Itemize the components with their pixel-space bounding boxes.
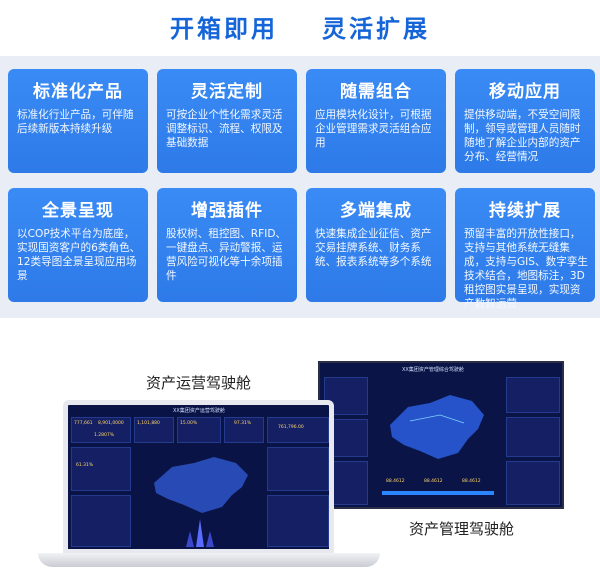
feature-card-mobile-app: 移动应用 提供移动端，不受空间限制，领导或管理人员随时随地了解企业内部的资产分布… — [455, 69, 595, 173]
feature-card-flexible-custom: 灵活定制 可按企业个性化需求灵活调整标识、流程、权限及基础数据 — [157, 69, 297, 173]
laptop-metric: 1,101,880 — [137, 421, 160, 426]
monitor-metric: 88.4612 — [386, 479, 405, 484]
monitor-tile — [506, 417, 560, 457]
laptop-base — [38, 553, 380, 567]
feature-card-standard-product: 标准化产品 标准化行业产品，可伴随后续新版本持续升级 — [8, 69, 148, 173]
monitor-tile — [506, 461, 560, 505]
headline-flexible-extension: 灵活扩展 — [322, 14, 430, 43]
feature-card-on-demand-combo: 随需组合 应用模块化设计，可根据企业管理需求灵活组合应用 — [306, 69, 446, 173]
laptop-metric: 1.2807% — [94, 433, 115, 438]
monitor-metric: 88.4612 — [462, 479, 481, 484]
laptop-tile — [224, 417, 264, 443]
china-map-graphic — [154, 457, 248, 513]
card-title: 随需组合 — [340, 82, 412, 102]
card-body: 标准化行业产品，可伴随后续新版本持续升级 — [17, 109, 134, 135]
monitor-dashboard-title: XX集团资产管理综合驾驶舱 — [402, 367, 464, 373]
china-map-graphic — [390, 395, 484, 459]
laptop-metric: 8,901,0000 — [98, 421, 124, 426]
card-body: 股权树、租控图、RFID、一键盘点、异动警报、运营风险可视化等十余项插件 — [166, 228, 287, 282]
label-mgmt-cockpit: 资产管理驾驶舱 — [409, 520, 515, 538]
monitor-tile — [506, 377, 560, 413]
card-body: 预留丰富的开放性接口，支持与其他系统无缝集成，支持与GIS、数字孪生技术结合，地… — [464, 228, 588, 310]
laptop-metric: 777,661 — [74, 421, 93, 426]
card-title: 灵活定制 — [191, 82, 263, 102]
card-body: 提供移动端，不受空间限制，领导或管理人员随时随地了解企业内部的资产分布、经营情况 — [464, 109, 581, 163]
card-title: 全景呈现 — [42, 201, 114, 221]
card-title: 移动应用 — [489, 82, 561, 102]
laptop-tile — [267, 417, 329, 443]
laptop-tile — [71, 495, 131, 547]
label-ops-cockpit: 资产运营驾驶舱 — [146, 374, 252, 392]
feature-card-multi-integration: 多端集成 快速集成企业征信、资产交易挂牌系统、财务系统、报表系统等多个系统 — [306, 188, 446, 302]
laptop-metric: 15.00% — [180, 421, 198, 426]
pyramid-chart-graphic — [186, 519, 214, 547]
feature-card-plugins: 增强插件 股权树、租控图、RFID、一键盘点、异动警报、运营风险可视化等十余项插… — [157, 188, 297, 302]
laptop-tile — [71, 417, 131, 443]
monitor-bar — [382, 491, 494, 495]
monitor-metric: 88.4612 — [424, 479, 443, 484]
laptop-metric: 61.31% — [76, 463, 94, 468]
card-title: 标准化产品 — [33, 82, 123, 102]
laptop-dashboard: XX集团资产运营驾驶舱 777,661 8,901,0000 1.2807% 1… — [63, 400, 334, 554]
laptop-tile — [267, 447, 329, 491]
feature-card-panorama: 全景呈现 以COP技术平台为底座，实现国资客户的6类角色、12类导图全景呈现应用… — [8, 188, 148, 302]
card-title: 多端集成 — [340, 201, 412, 221]
laptop-metric: 761,796.00 — [278, 425, 304, 430]
monitor-dashboard: XX集团资产管理综合驾驶舱 88.4612 88.4612 88.4612 — [318, 361, 564, 509]
laptop-tile — [134, 417, 174, 443]
laptop-metric: 97.31% — [234, 421, 252, 426]
card-body: 以COP技术平台为底座，实现国资客户的6类角色、12类导图全景呈现应用场景 — [17, 228, 141, 282]
card-body: 应用模块化设计，可根据企业管理需求灵活组合应用 — [315, 109, 432, 149]
laptop-tile — [177, 417, 221, 443]
headline: 开箱即用 灵活扩展 — [0, 6, 600, 46]
laptop-dashboard-title: XX集团资产运营驾驶舱 — [173, 408, 225, 414]
headline-ready-to-use: 开箱即用 — [170, 14, 278, 43]
card-title: 增强插件 — [191, 201, 263, 221]
laptop-tile — [71, 447, 131, 491]
card-title: 持续扩展 — [489, 201, 561, 221]
feature-card-continuous-extension: 持续扩展 预留丰富的开放性接口，支持与其他系统无缝集成，支持与GIS、数字孪生技… — [455, 188, 595, 310]
card-body: 可按企业个性化需求灵活调整标识、流程、权限及基础数据 — [166, 109, 283, 149]
card-body: 快速集成企业征信、资产交易挂牌系统、财务系统、报表系统等多个系统 — [315, 228, 432, 268]
laptop-tile — [267, 495, 329, 547]
